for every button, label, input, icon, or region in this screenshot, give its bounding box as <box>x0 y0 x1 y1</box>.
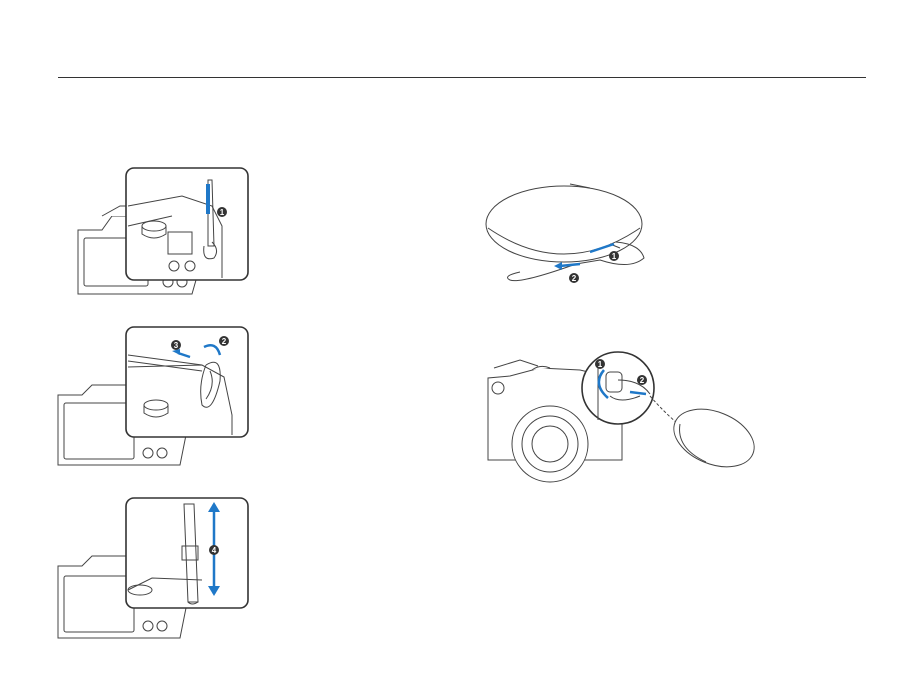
step-badge: 1 <box>598 360 603 369</box>
step-badge: 3 <box>174 341 179 350</box>
step-badge: 2 <box>222 337 227 346</box>
step-badge: 1 <box>612 252 617 261</box>
lens-cap-strap-illustration: 1 2 <box>480 180 660 295</box>
camera-strap-attach-illustration: 1 <box>72 166 252 300</box>
camera-strap-adjust-illustration: 4 <box>52 494 252 644</box>
step-badge: 2 <box>640 376 645 385</box>
step-badge: 4 <box>212 546 217 555</box>
step-badge: 2 <box>572 274 577 283</box>
header-rule <box>58 77 866 78</box>
lens-cap-camera-attach-illustration: 1 2 <box>480 340 760 490</box>
step-badge: 1 <box>220 208 225 217</box>
camera-strap-loop-illustration: 3 2 <box>52 325 252 470</box>
